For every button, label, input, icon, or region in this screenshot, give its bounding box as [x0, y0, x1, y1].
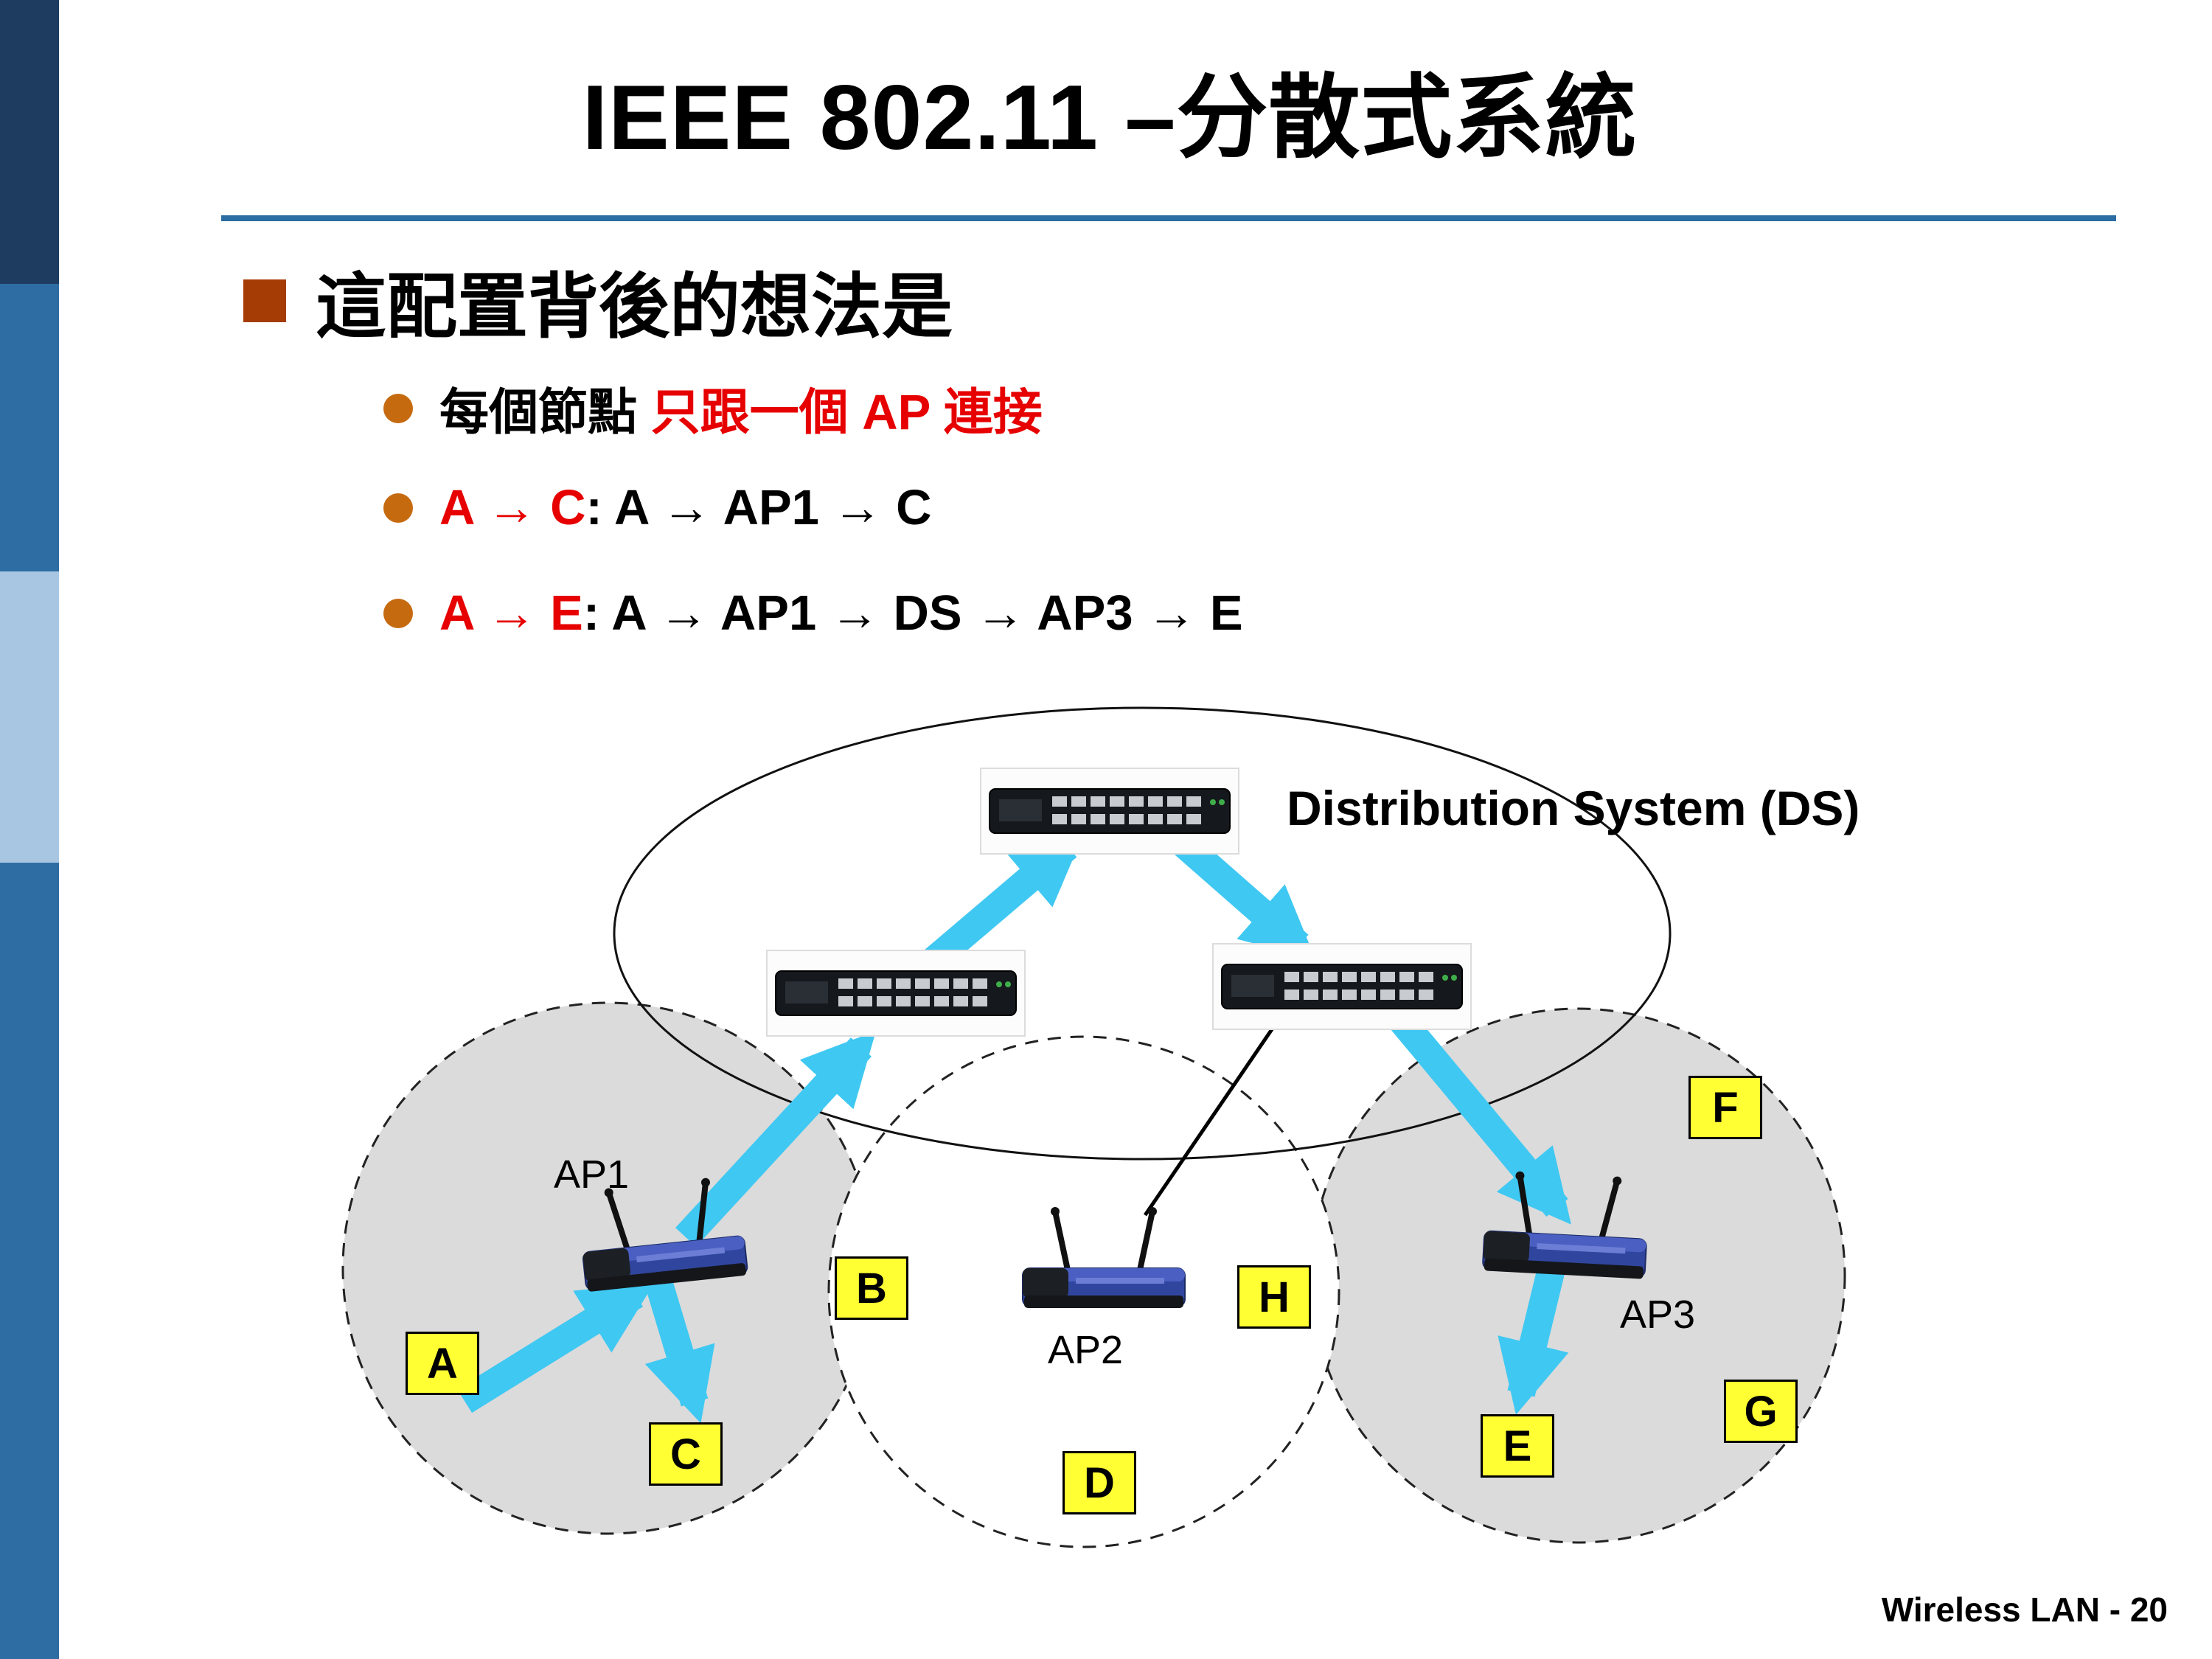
node-box-d: D	[1062, 1451, 1136, 1514]
bullet-row-1: 每個節點 只跟一個 AP 連接	[383, 372, 1043, 444]
node-box-g: G	[1724, 1380, 1798, 1443]
ap2-ds-link-line	[1143, 995, 1296, 1217]
circle-bullet-icon	[383, 393, 413, 423]
circle-bullet-icon	[383, 493, 413, 523]
square-bullet-icon	[243, 279, 286, 322]
title-divider	[221, 215, 2116, 221]
stripe-segment-blue-top	[0, 284, 59, 571]
bullet-row-2: A → C: A → AP1 → C	[383, 479, 932, 536]
network-switch-icon	[980, 768, 1239, 855]
heading-row: 這配置背後的想法是	[243, 249, 953, 352]
bullet-1-part-red: 只跟一個 AP 連接	[650, 385, 1043, 440]
node-box-e: E	[1481, 1414, 1554, 1478]
bss3-coverage-circle	[1310, 1007, 1846, 1544]
bullet-1-part-black: 每個節點	[439, 385, 651, 440]
circle-bullet-icon	[383, 598, 413, 628]
arrow-ap3-to-e	[1498, 1253, 1569, 1415]
node-box-a: A	[406, 1332, 479, 1395]
network-switch-icon	[1212, 943, 1472, 1030]
bullet-2-text: A → C: A → AP1 → C	[439, 479, 932, 536]
arrow-ap1-to-c	[641, 1265, 715, 1424]
ds-label: Distribution System (DS)	[1287, 781, 1860, 835]
stripe-segment-blue-bottom	[0, 863, 59, 1659]
node-box-f: F	[1688, 1076, 1762, 1139]
network-switch-icon	[766, 950, 1026, 1037]
stripe-segment-navy	[0, 0, 59, 284]
bullet-3-part-red: A → E	[439, 585, 583, 641]
bullet-3-text: A → E: A → AP1 → DS → AP3 → E	[439, 585, 1243, 641]
node-box-c: C	[649, 1422, 723, 1486]
bullet-row-3: A → E: A → AP1 → DS → AP3 → E	[383, 585, 1243, 641]
arrow-ds-to-ap3	[1379, 997, 1571, 1225]
sidebar-stripe	[0, 0, 59, 1659]
arrow-ap1-to-ds	[675, 1031, 877, 1247]
node-box-h: H	[1237, 1265, 1311, 1329]
node-box-b: B	[835, 1256, 908, 1320]
page-number: Wireless LAN - 20	[1881, 1590, 2168, 1629]
ds-ellipse	[613, 706, 1672, 1161]
stripe-segment-light	[0, 571, 59, 863]
ap3-label: AP3	[1619, 1293, 1696, 1337]
slide-title: IEEE 802.11 –分散式系統	[582, 67, 1638, 169]
bullet-3-part-black: : A → AP1 → DS → AP3 → E	[582, 585, 1243, 641]
bullet-2-part-red: A → C	[439, 480, 586, 535]
ap1-label: AP1	[553, 1152, 630, 1197]
arrow-a-to-ap1	[456, 1282, 655, 1413]
heading-text: 這配置背後的想法是	[316, 268, 953, 347]
bullet-2-part-black: : A → AP1 → C	[585, 480, 932, 535]
ap2-label: AP2	[1047, 1328, 1124, 1372]
bullet-1-text: 每個節點 只跟一個 AP 連接	[439, 372, 1043, 444]
